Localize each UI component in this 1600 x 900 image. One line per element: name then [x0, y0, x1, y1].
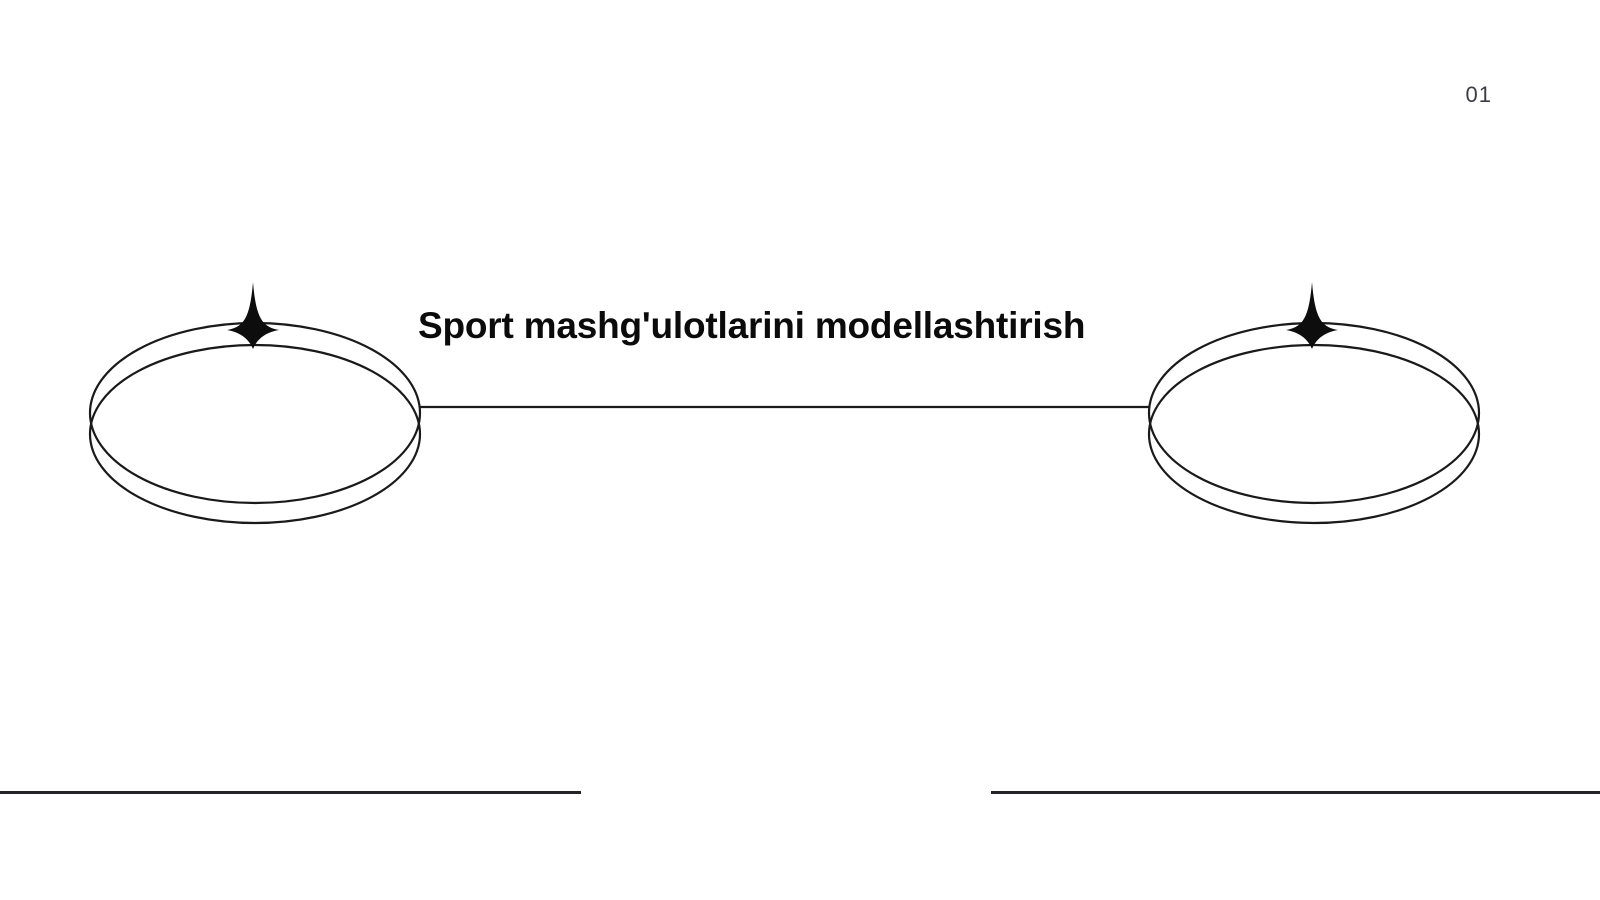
- left-ellipse-lower: [88, 343, 422, 525]
- page-title: Sport mashg'ulotlarini modellashtirish: [418, 304, 1086, 346]
- sparkle-icon: [1286, 282, 1338, 349]
- right-ellipse-disc: [1147, 282, 1481, 525]
- left-ellipse-disc: [88, 282, 422, 525]
- left-ellipse-upper: [88, 321, 422, 505]
- sparkle-icon: [227, 282, 279, 349]
- right-ellipse-lower: [1147, 343, 1481, 525]
- right-ellipse-upper: [1147, 321, 1481, 505]
- page-number: 01: [1465, 82, 1492, 107]
